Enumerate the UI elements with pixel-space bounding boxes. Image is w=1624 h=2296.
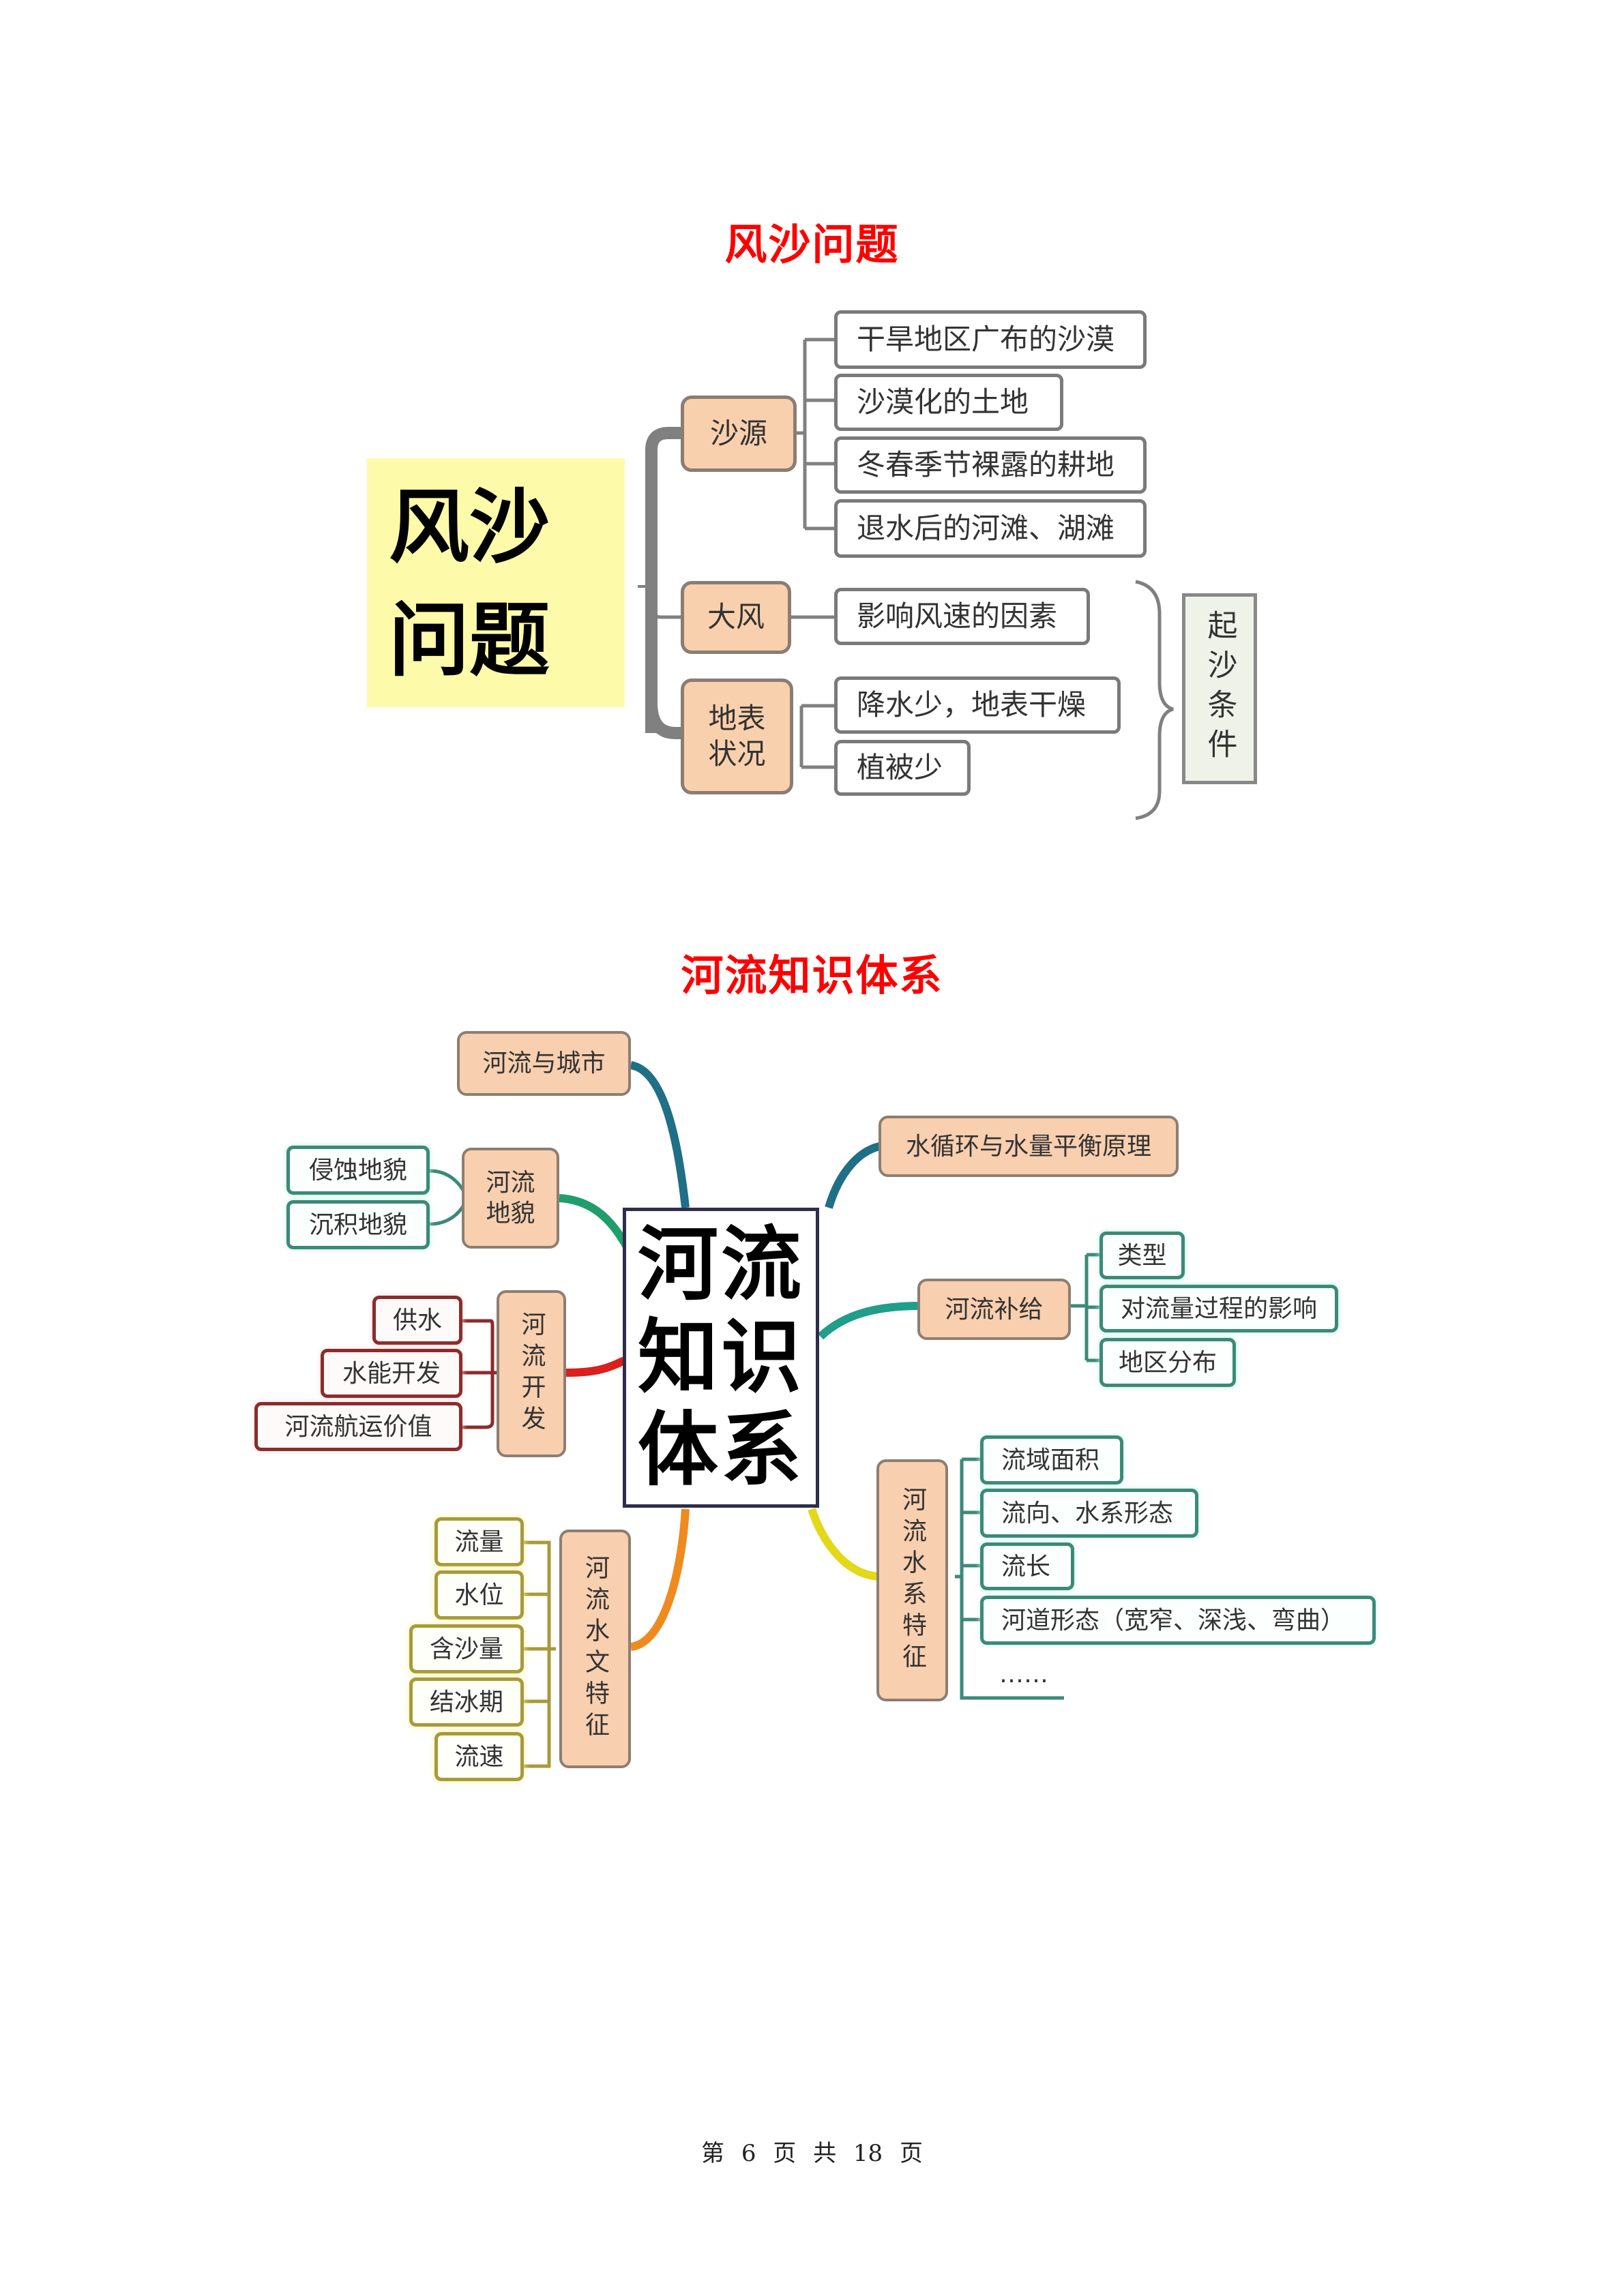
leaf-recharge-types: 类型 [1099, 1232, 1185, 1279]
node-label: 水循环与水量平衡原理 [905, 1132, 1151, 1161]
leaf-flow-volume: 流量 [434, 1517, 524, 1566]
node-label: 河流开发 [517, 1311, 546, 1437]
leaf-label: 冬春季节裸露的耕地 [857, 447, 1115, 481]
leaf-label: 对流量过程的影响 [1120, 1294, 1317, 1323]
page-footer: 第 6 页 共 18 页 [701, 2140, 923, 2167]
leaf-label: 植被少 [857, 750, 943, 784]
leaf-sparse-vegetation: 植被少 [834, 740, 971, 796]
leaf-more-ellipsis: …… [999, 1660, 1048, 1688]
leaf-water-supply: 供水 [372, 1296, 462, 1345]
root-text-line2: 问题 [389, 593, 550, 687]
leaf-label: 侵蚀地貌 [308, 1156, 407, 1184]
leaf-water-level: 水位 [434, 1570, 524, 1620]
leaf-label: 供水 [392, 1306, 442, 1335]
section-title-river-knowledge: 河流知识体系 [681, 951, 943, 1000]
leaf-flow-speed: 流速 [434, 1732, 524, 1781]
leaf-label: 地区分布 [1118, 1348, 1217, 1377]
node-river-system-features: 河流水系特征 [876, 1459, 948, 1701]
section-title-wind-sand: 风沙问题 [724, 220, 900, 269]
leaf-label: 降水少，地表干燥 [857, 687, 1087, 721]
node-river-and-city: 河流与城市 [457, 1031, 631, 1096]
leaf-label: 影响风速的因素 [857, 599, 1058, 633]
leaf-label: 流向、水系形态 [1001, 1499, 1174, 1527]
leaf-label: 结冰期 [429, 1688, 503, 1716]
leaf-basin-area: 流域面积 [980, 1435, 1123, 1485]
node-strong-wind: 大风 [681, 581, 791, 654]
leaf-flow-direction-pattern: 流向、水系形态 [980, 1489, 1198, 1538]
brace-label-text: 起沙条件 [1202, 610, 1237, 768]
leaf-label: 河道形态（宽窄、深浅、弯曲） [1001, 1606, 1346, 1635]
leaf-label: 水能开发 [342, 1359, 441, 1388]
leaf-label: 流量 [454, 1527, 504, 1556]
leaf-label: 类型 [1117, 1241, 1167, 1270]
node-water-cycle-balance: 水循环与水量平衡原理 [879, 1116, 1179, 1177]
leaf-desertified-land: 沙漠化的土地 [834, 374, 1063, 431]
leaf-sediment-content: 含沙量 [409, 1624, 524, 1673]
node-label: 河流水文特征 [581, 1555, 609, 1743]
node-label: 河流地貌 [486, 1169, 535, 1227]
leaf-navigation-value: 河流航运价值 [254, 1402, 462, 1451]
brace-label-sand-conditions: 起沙条件 [1182, 593, 1257, 784]
leaf-wind-speed-factors: 影响风速的因素 [834, 588, 1090, 645]
node-label: 河流与城市 [482, 1049, 606, 1077]
center-node-river-knowledge: 河流 知识 体系 [623, 1208, 819, 1508]
leaf-label: 河流航运价值 [284, 1412, 432, 1441]
leaf-arid-desert: 干旱地区广布的沙漠 [834, 310, 1147, 369]
root-text-line1: 风沙 [389, 479, 550, 574]
node-label: 河流水系特征 [898, 1486, 926, 1675]
leaf-label: 沙漠化的土地 [857, 385, 1029, 419]
leaf-label: 流速 [454, 1742, 504, 1771]
node-label: 河流补给 [945, 1295, 1044, 1324]
leaf-regional-distribution: 地区分布 [1099, 1338, 1236, 1387]
leaf-label: 流域面积 [1001, 1446, 1100, 1474]
root-panel: 风沙 问题 [367, 458, 625, 707]
leaf-freezing-period: 结冰期 [409, 1678, 524, 1727]
node-surface-condition: 地表状况 [681, 679, 793, 794]
node-river-development: 河流开发 [497, 1290, 566, 1457]
leaf-hydropower: 水能开发 [321, 1349, 462, 1398]
leaf-label: 水位 [454, 1581, 504, 1609]
leaf-bare-farmland: 冬春季节裸露的耕地 [834, 436, 1147, 494]
node-river-recharge: 河流补给 [917, 1279, 1071, 1340]
node-river-landforms: 河流地貌 [462, 1148, 559, 1249]
node-sand-source: 沙源 [681, 396, 797, 472]
leaf-exposed-beaches: 退水后的河滩、湖滩 [834, 499, 1147, 558]
leaf-erosion-landforms: 侵蚀地貌 [286, 1146, 430, 1195]
leaf-label: 沉积地貌 [308, 1210, 407, 1239]
leaf-label: 退水后的河滩、湖滩 [857, 511, 1115, 545]
wind-sand-connectors [638, 338, 1174, 820]
leaf-deposition-landforms: 沉积地貌 [286, 1200, 430, 1249]
leaf-river-length: 流长 [980, 1542, 1074, 1590]
leaf-channel-morphology: 河道形态（宽窄、深浅、弯曲） [980, 1596, 1376, 1645]
river-connectors [429, 1061, 1102, 1768]
leaf-label: 含沙量 [429, 1635, 503, 1663]
center-line3: 体系 [637, 1402, 804, 1497]
leaf-label: 流长 [1001, 1552, 1051, 1581]
leaf-dry-surface: 降水少，地表干燥 [834, 676, 1121, 734]
node-hydrological-features: 河流水文特征 [559, 1530, 631, 1768]
node-label: 沙源 [709, 416, 767, 450]
leaf-label: 干旱地区广布的沙漠 [857, 322, 1115, 356]
center-line2: 知识 [637, 1310, 804, 1405]
center-line1: 河流 [637, 1217, 804, 1312]
leaf-flow-process-impact: 对流量过程的影响 [1099, 1285, 1338, 1332]
node-label: 大风 [707, 600, 765, 634]
node-label: 地表状况 [708, 701, 766, 771]
